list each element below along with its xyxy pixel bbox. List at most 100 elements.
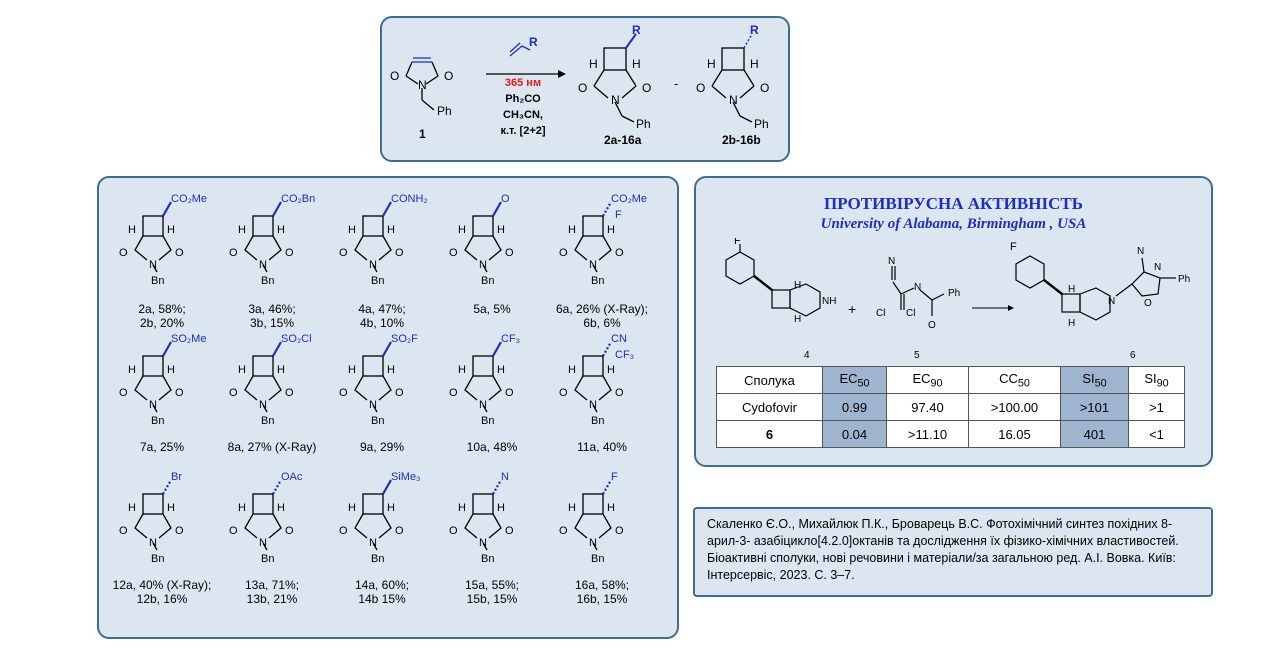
atom-N: N bbox=[1154, 262, 1161, 273]
cyclobutane-ring bbox=[362, 215, 384, 237]
caption-line-yield-a: 13a, 71%; bbox=[244, 578, 300, 592]
substituent-label: OAc bbox=[281, 471, 303, 483]
atom-O: O bbox=[928, 320, 936, 331]
atom-Bn: Bn bbox=[151, 275, 164, 287]
atom-H: H bbox=[794, 280, 801, 291]
table-cell: 6 bbox=[716, 420, 823, 448]
substituent-R: R bbox=[750, 23, 759, 37]
substituent-bond bbox=[382, 341, 392, 357]
reaction-scheme-svg: O O N Ph 1 R 365 нм Ph₂CO CH₃CN, к.т. [2… bbox=[390, 23, 769, 147]
atom-N: N bbox=[369, 259, 377, 271]
atom-H: H bbox=[387, 224, 395, 236]
atom-H: H bbox=[497, 224, 505, 236]
compound-5-label: 5 bbox=[914, 350, 920, 361]
table-cell: >1 bbox=[1128, 393, 1185, 421]
imide-bond bbox=[378, 375, 392, 401]
atom-H: H bbox=[238, 224, 246, 236]
atom-H: H bbox=[607, 224, 615, 236]
imide-bond bbox=[488, 375, 502, 401]
atom-N: N bbox=[611, 93, 620, 107]
caption-line-yield-a: 5a, 5% bbox=[473, 302, 511, 316]
citation-text: Скаленко Є.О., Михайлюк П.К., Броварець … bbox=[707, 517, 1179, 582]
antiviral-activity-table: Сполука EC50 EC90 CC50 SI50 SI90 Cydofov… bbox=[716, 366, 1185, 448]
imide-bond bbox=[134, 235, 148, 261]
substituent-label: F bbox=[615, 209, 622, 221]
atom-N: N bbox=[914, 282, 921, 293]
atom-Ph: Ph bbox=[636, 117, 651, 131]
substituent-bond bbox=[602, 479, 612, 495]
atom-H: H bbox=[1068, 284, 1075, 295]
derivative-caption: 4a, 47%;4b, 10% bbox=[327, 302, 437, 330]
derivative-caption: 11a, 40% bbox=[547, 440, 657, 454]
atom-N: N bbox=[259, 259, 267, 271]
header-sub: 50 bbox=[1094, 377, 1107, 390]
atom-N: N bbox=[259, 537, 267, 549]
benzyl-bond bbox=[152, 264, 158, 273]
derivative-caption: 16a, 58%;16b, 15% bbox=[547, 578, 657, 606]
atom-Bn: Bn bbox=[261, 553, 274, 565]
atom-H: H bbox=[128, 502, 136, 514]
benzyl-bond bbox=[592, 404, 598, 413]
atom-N: N bbox=[1108, 296, 1115, 307]
substituent-bond bbox=[492, 201, 502, 217]
atom-H: H bbox=[387, 364, 395, 376]
header-text: SI bbox=[1144, 370, 1157, 386]
atom-O: O bbox=[578, 81, 587, 95]
atom-O: O bbox=[505, 247, 514, 259]
imide-bond bbox=[574, 235, 588, 261]
cyclobutane-ring bbox=[252, 493, 274, 515]
atom-NH: NH bbox=[822, 296, 836, 307]
derivative-caption: 10a, 48% bbox=[437, 440, 547, 454]
caption-line-yield-a: 8a, 27% (X-Ray) bbox=[227, 440, 317, 454]
atom-Ph: Ph bbox=[437, 104, 452, 118]
benzyl-bond bbox=[592, 542, 598, 551]
substituent-label: SO₂F bbox=[391, 333, 418, 345]
derivative-caption: 8a, 27% (X-Ray) bbox=[217, 440, 327, 454]
derivative-caption: 13a, 71%;13b, 21% bbox=[217, 578, 327, 606]
imide-bond bbox=[354, 375, 368, 401]
substituent-bond bbox=[492, 479, 502, 495]
atom-Bn: Bn bbox=[151, 553, 164, 565]
atom-O: O bbox=[339, 247, 348, 259]
atom-O: O bbox=[175, 387, 184, 399]
atom-H: H bbox=[568, 364, 576, 376]
atom-Bn: Bn bbox=[371, 415, 384, 427]
atom-O: O bbox=[119, 525, 128, 537]
atom-O: O bbox=[339, 387, 348, 399]
atom-H: H bbox=[497, 364, 505, 376]
substituent-label: Br bbox=[171, 471, 182, 483]
substituent-label: SiMe₃ bbox=[391, 471, 421, 483]
substituent-bond bbox=[602, 201, 612, 217]
arrow-head bbox=[1008, 305, 1014, 311]
header-text: EC bbox=[839, 370, 858, 386]
derivative-caption: 3a, 46%;3b, 15% bbox=[217, 302, 327, 330]
atom-H: H bbox=[277, 502, 285, 514]
atom-N: N bbox=[589, 399, 597, 411]
cyclobutane-ring bbox=[582, 493, 604, 515]
alkene-reagent bbox=[509, 42, 531, 57]
atom-N: N bbox=[1137, 246, 1144, 257]
imide-bond bbox=[158, 375, 172, 401]
cyclobutane-ring bbox=[582, 355, 604, 377]
citation-box: Скаленко Є.О., Михайлюк П.К., Броварець … bbox=[693, 507, 1213, 597]
benzyl-bond bbox=[152, 542, 158, 551]
imide-bond bbox=[378, 513, 392, 539]
atom-O: O bbox=[615, 247, 624, 259]
condition-wavelength: 365 нм bbox=[505, 77, 541, 89]
atom-Bn: Bn bbox=[371, 275, 384, 287]
plus-sign: + bbox=[848, 301, 856, 317]
atom-O: O bbox=[559, 247, 568, 259]
caption-line-yield-b: 16b, 15% bbox=[576, 592, 628, 606]
caption-line-yield-b: 4b, 10% bbox=[359, 316, 405, 330]
atom-H: H bbox=[167, 364, 175, 376]
header-text: CC bbox=[999, 370, 1018, 386]
atom-O: O bbox=[696, 81, 705, 95]
substituent-bond bbox=[272, 201, 282, 217]
imide-bond bbox=[158, 235, 172, 261]
